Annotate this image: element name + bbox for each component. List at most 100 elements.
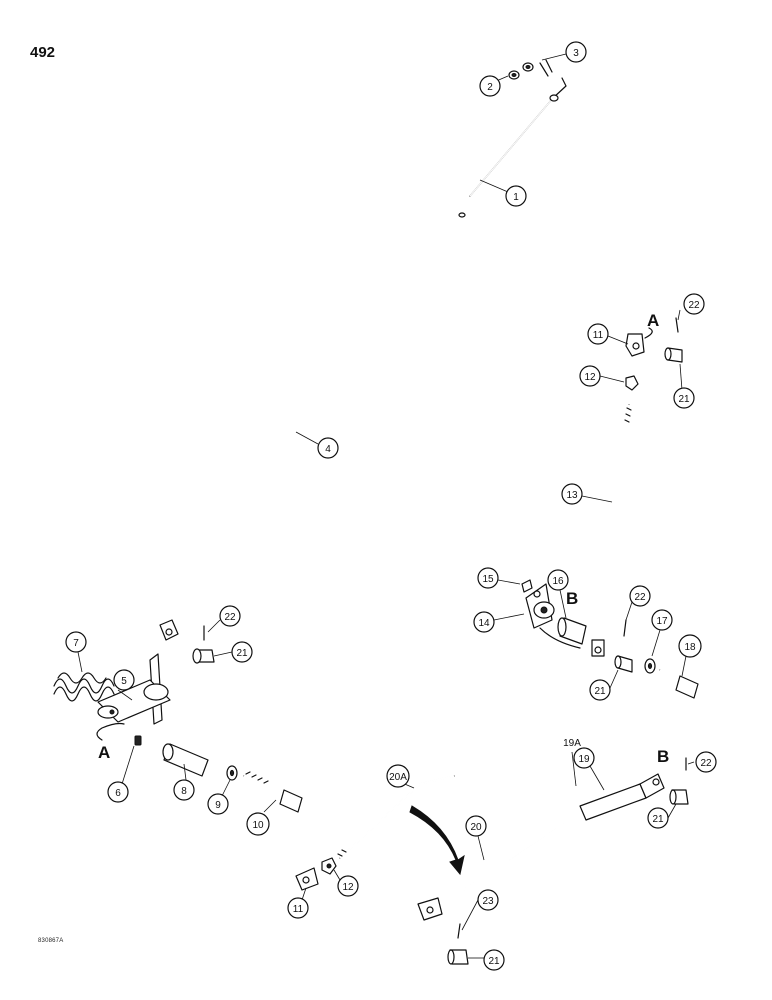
svg-text:19: 19: [578, 754, 590, 765]
set-screw-6: [134, 735, 142, 746]
bolt-15: [521, 579, 541, 598]
callout-21-b: 21: [673, 387, 695, 409]
rod-13: [591, 404, 632, 657]
svg-text:15: 15: [482, 574, 494, 585]
cotter-pin-22-upper: [675, 317, 679, 333]
detail-letter-b-upper: B: [566, 589, 578, 608]
svg-text:7: 7: [73, 638, 79, 649]
cotter-pin-23: [457, 923, 461, 939]
callout-13: 13: [561, 483, 583, 505]
rod-20: [417, 809, 583, 921]
detail-letter-b-lower: B: [657, 747, 669, 766]
svg-text:20A: 20A: [389, 772, 407, 783]
callout-7: 7: [65, 631, 87, 653]
svg-text:1: 1: [513, 192, 519, 203]
callout-22-a: 22: [219, 605, 241, 627]
callout-14: 14: [473, 611, 495, 633]
callout-11-upper: 11: [587, 323, 609, 345]
callout-9: 9: [207, 793, 229, 815]
callout-8: 8: [173, 779, 195, 801]
callout-21-e: 21: [483, 949, 505, 971]
callout-19: 19: [573, 747, 595, 769]
callout-12-lower: 12: [337, 875, 359, 897]
nut-12-lower: [321, 857, 337, 875]
clevis-11-upper: [625, 333, 645, 357]
lever-5: [97, 653, 171, 725]
svg-text:8: 8: [181, 786, 187, 797]
callout-17: 17: [651, 609, 673, 631]
svg-text:3: 3: [573, 48, 579, 59]
svg-text:21: 21: [594, 686, 606, 697]
callout-12-upper: 12: [579, 365, 601, 387]
callout-10: 10: [246, 812, 270, 836]
detail-b-leader: [539, 627, 581, 649]
svg-text:4: 4: [325, 444, 331, 455]
nut-12-upper: [625, 375, 639, 391]
rod-4: [159, 212, 466, 641]
callout-5: 5: [113, 669, 135, 691]
drawing-code: 830867A: [38, 938, 64, 944]
detail-a-leader-lower: [96, 722, 125, 741]
callout-19a: 19A: [563, 738, 581, 749]
svg-text:22: 22: [688, 300, 700, 311]
cotter-pins-3: [539, 59, 553, 77]
washer-17: [644, 658, 656, 674]
rod-20a: [337, 775, 455, 859]
detail-letter-a-lower: A: [98, 743, 110, 762]
callout-4: 4: [317, 437, 339, 459]
leader-lines: [77, 53, 695, 959]
svg-text:18: 18: [684, 642, 696, 653]
clevis-pin-21-upper: [664, 347, 683, 363]
svg-text:9: 9: [215, 800, 221, 811]
callout-21-d: 21: [647, 807, 669, 829]
callout-20a: 20A: [386, 764, 410, 788]
callout-22-b: 22: [683, 293, 705, 315]
clevis-pin-21-left: [192, 648, 215, 664]
svg-text:12: 12: [342, 882, 354, 893]
sleeve-8: [162, 743, 209, 777]
bolt-18: [658, 668, 699, 699]
svg-text:11: 11: [593, 330, 604, 341]
rod-1: [469, 77, 567, 197]
svg-text:19A: 19A: [563, 738, 581, 749]
washer-2: [508, 62, 534, 80]
svg-text:11: 11: [293, 904, 304, 915]
clevis-pin-21-bottom: [447, 949, 469, 965]
callout-11-lower: 11: [287, 897, 309, 919]
detail-letter-a-upper: A: [647, 311, 659, 330]
svg-text:17: 17: [656, 616, 668, 627]
callout-6: 6: [107, 781, 129, 803]
svg-text:6: 6: [115, 788, 121, 799]
callout-3: 3: [565, 41, 587, 63]
svg-text:13: 13: [566, 490, 578, 501]
washer-9: [226, 765, 238, 781]
bolt-10: [243, 771, 303, 813]
clevis-11-lower: [295, 867, 319, 891]
callout-22-c: 22: [629, 585, 651, 607]
sleeve-16: [557, 617, 587, 645]
callout-21-a: 21: [231, 641, 253, 663]
svg-text:5: 5: [121, 676, 127, 687]
callout-15: 15: [477, 567, 499, 589]
svg-text:12: 12: [584, 372, 596, 383]
svg-text:21: 21: [488, 956, 500, 967]
svg-text:22: 22: [224, 612, 236, 623]
svg-text:22: 22: [634, 592, 646, 603]
svg-text:21: 21: [678, 394, 690, 405]
svg-text:21: 21: [236, 648, 248, 659]
detail-a-leader-upper: [644, 327, 653, 339]
clevis-pin-21-lower-right: [669, 789, 689, 805]
clevis-pin-21-mid: [614, 655, 633, 673]
svg-text:14: 14: [478, 618, 490, 629]
callout-18: 18: [678, 634, 702, 658]
callout-2: 2: [479, 75, 501, 97]
svg-text:2: 2: [487, 82, 493, 93]
callout-22-d: 22: [695, 751, 717, 773]
cotter-pin-22-mid: [623, 619, 627, 637]
callout-1: 1: [505, 185, 527, 207]
page-number: 492: [30, 44, 56, 61]
callout-16: 16: [547, 569, 569, 591]
svg-text:16: 16: [552, 576, 564, 587]
svg-text:10: 10: [252, 820, 264, 831]
